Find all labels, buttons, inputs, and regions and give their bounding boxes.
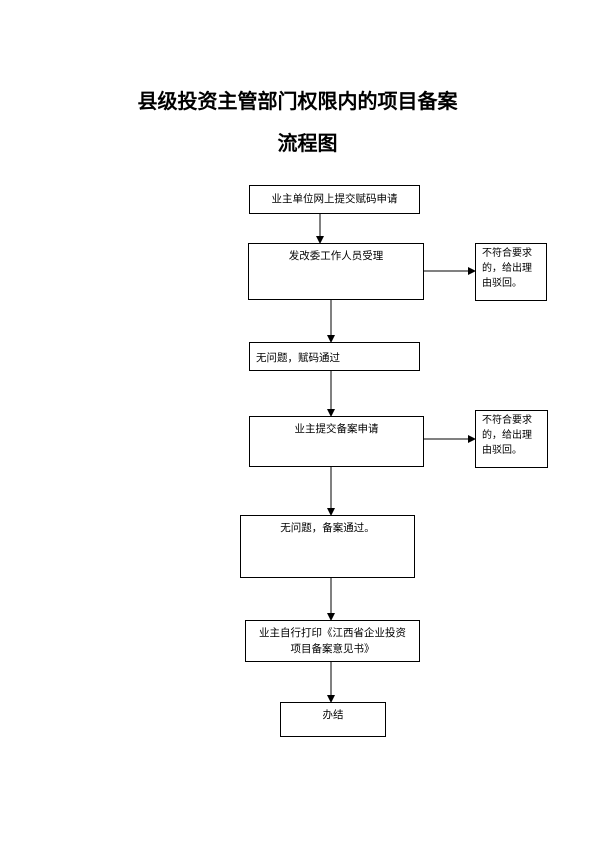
page-subtitle: 流程图 bbox=[277, 131, 338, 155]
page-title: 县级投资主管部门权限内的项目备案 bbox=[137, 89, 458, 113]
step-print-filing-opinion: 业主自行打印《江西省企业投资项目备案意见书》 bbox=[245, 620, 420, 662]
step-code-approved: 无问题，赋码通过 bbox=[249, 342, 420, 371]
step-submit-code-application: 业主单位网上提交赋码申请 bbox=[249, 185, 420, 214]
step-staff-accept: 发改委工作人员受理 bbox=[248, 243, 424, 300]
step-complete: 办结 bbox=[280, 702, 386, 737]
step-filing-approved: 无问题，备案通过。 bbox=[240, 515, 415, 578]
step-submit-filing-application: 业主提交备案申请 bbox=[249, 416, 424, 467]
reject-box-1: 不符合要求的，给出理由驳回。 bbox=[475, 243, 547, 301]
reject-box-2: 不符合要求的，给出理由驳回。 bbox=[475, 410, 548, 468]
